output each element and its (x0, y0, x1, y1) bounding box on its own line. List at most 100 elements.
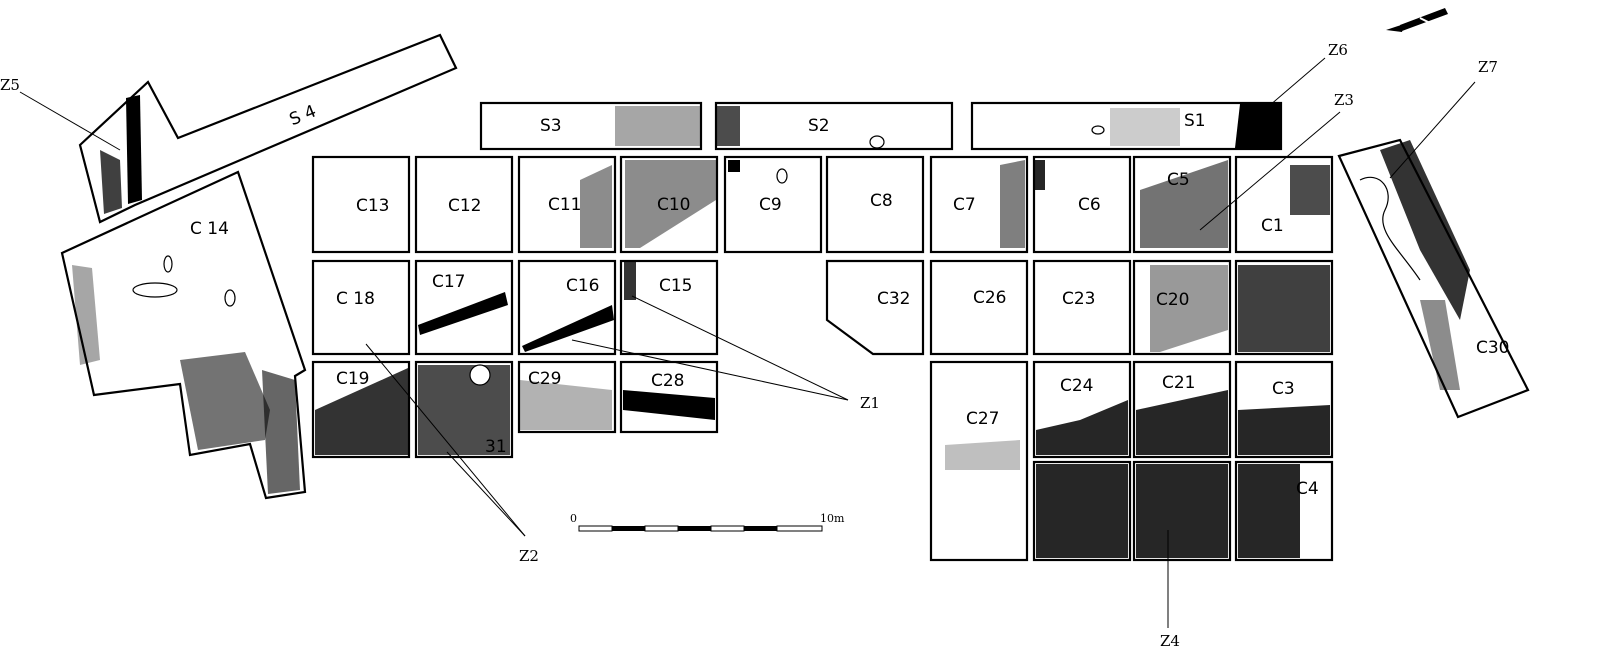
stone (869, 135, 885, 149)
trench-s1 (970, 101, 1283, 151)
trench-s2 (714, 101, 954, 151)
stone-band (625, 160, 716, 248)
leader-z1 (631, 295, 849, 401)
stone-band (418, 292, 508, 335)
scale-segment (578, 525, 613, 532)
stone-band (315, 368, 408, 455)
leader-z5 (19, 91, 121, 151)
label-c7: C7 (953, 195, 976, 215)
stone-band (72, 265, 100, 365)
trench-c20 (1132, 259, 1232, 356)
scale-segment (776, 525, 823, 532)
trench-c32 (825, 259, 925, 356)
trench-c12 (414, 155, 514, 254)
stone-band (1110, 108, 1180, 146)
trench-c11 (517, 155, 617, 254)
leader-z2 (446, 451, 526, 537)
stone-band (1036, 400, 1128, 455)
stone-band (1136, 390, 1228, 455)
stone-band (1290, 165, 1330, 215)
stone-band (126, 95, 142, 204)
stone (224, 289, 236, 307)
scale-end-label: 10m (820, 512, 845, 525)
leader-z6 (1261, 57, 1326, 113)
label-c21: C21 (1162, 373, 1196, 393)
stone-band (1238, 265, 1330, 352)
label-c15: C15 (659, 276, 693, 296)
trench-c18 (311, 259, 411, 356)
label-c18: C 18 (336, 289, 375, 309)
stone-band (623, 390, 715, 420)
stone-band (1238, 405, 1330, 455)
stone-band (1235, 104, 1280, 148)
stone (163, 255, 173, 273)
stone-band (1420, 300, 1460, 390)
trench-labels: S 4 S3 S2 S1 C1 C3 C4 C5 C6 C7 C8 C9 C10… (190, 101, 1510, 499)
scale-bar: 0 10m (570, 512, 845, 532)
label-z3: Z3 (1334, 91, 1354, 109)
trench-c23 (1032, 259, 1132, 356)
trench-c26 (929, 259, 1029, 356)
trench-c13 (311, 155, 411, 254)
label-c26: C26 (973, 288, 1007, 308)
label-c31: 31 (485, 437, 507, 457)
label-c28: C28 (651, 371, 685, 391)
stone (776, 168, 788, 184)
label-z7: Z7 (1478, 58, 1498, 76)
trench-c27 (929, 360, 1029, 562)
stone-band (1140, 160, 1228, 248)
stone-band (262, 370, 300, 494)
label-c19: C19 (336, 369, 370, 389)
scale-segment (710, 525, 745, 532)
north-arrow-line (1419, 17, 1437, 27)
stone (132, 282, 178, 298)
trench-c16 (517, 259, 617, 356)
stone-band (1238, 464, 1300, 558)
trench-c30 (1337, 138, 1530, 419)
scale-segment (644, 525, 679, 532)
zone-labels: Z1 Z2 Z3 Z4 Z5 Z6 Z7 (0, 41, 1498, 650)
trench-c9 (723, 155, 823, 254)
stone-band (1034, 160, 1045, 190)
stone-band (1036, 464, 1128, 558)
stone-band (100, 150, 122, 214)
stone-band (1000, 160, 1025, 248)
label-c3: C3 (1272, 379, 1295, 399)
label-c11: C11 (548, 195, 582, 215)
label-c20: C20 (1156, 290, 1190, 310)
stone-band (945, 440, 1020, 470)
stone-band (522, 305, 614, 352)
label-c6: C6 (1078, 195, 1101, 215)
label-s2: S2 (808, 116, 830, 136)
label-c1: C1 (1261, 216, 1284, 236)
stone-band (1380, 140, 1470, 320)
label-c4: C4 (1296, 479, 1319, 499)
leader-z1 (571, 339, 849, 401)
stone-band (580, 165, 612, 248)
scale-start-label: 0 (570, 512, 577, 525)
label-c9: C9 (759, 195, 782, 215)
label-c12: C12 (448, 196, 482, 216)
label-c10: C10 (657, 195, 691, 215)
scale-segment (744, 526, 777, 531)
stone-band (615, 106, 700, 146)
label-c5: C5 (1167, 170, 1190, 190)
label-s3: S3 (540, 116, 562, 136)
label-c13: C13 (356, 196, 390, 216)
trench-s3 (479, 101, 703, 151)
leader-z3 (1199, 111, 1341, 231)
stone-band (1136, 464, 1228, 558)
trench-c6 (1032, 155, 1132, 254)
label-c32: C32 (877, 289, 911, 309)
scale-segment (678, 526, 711, 531)
stone-band (1150, 265, 1228, 352)
stone (1091, 125, 1105, 135)
north-arrow-icon (1386, 8, 1448, 32)
label-z1: Z1 (860, 394, 880, 412)
label-z4: Z4 (1160, 632, 1180, 650)
label-c29: C29 (528, 369, 562, 389)
trench-s4 (78, 33, 458, 224)
stone-band (180, 352, 270, 450)
trench-c15 (619, 259, 719, 356)
